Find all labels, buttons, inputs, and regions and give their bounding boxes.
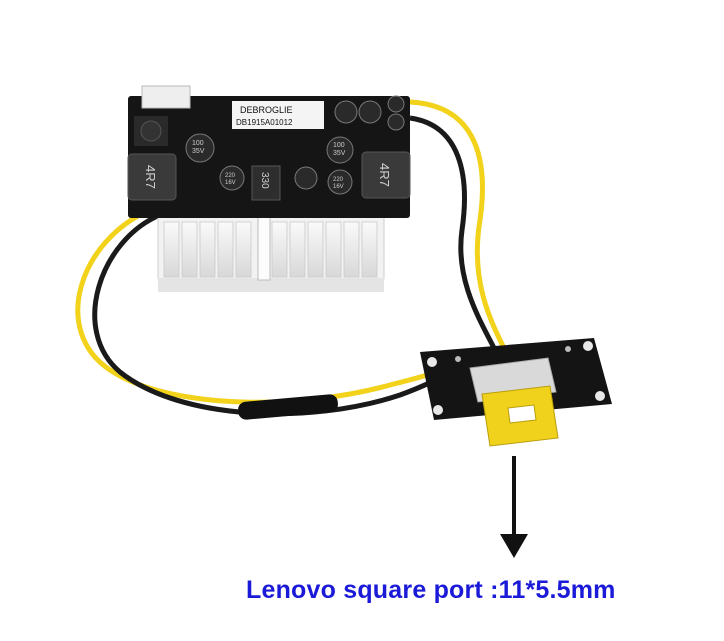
svg-text:220: 220 xyxy=(225,173,236,179)
inductor-center-mark: 330 xyxy=(259,172,270,189)
down-arrow-icon xyxy=(500,456,528,558)
latch xyxy=(257,207,271,281)
inductor-right xyxy=(361,151,411,199)
inductor-center xyxy=(251,165,281,201)
yellow-wire xyxy=(75,207,452,405)
board-label-code: DB1915A01012 xyxy=(236,118,293,127)
svg-text:100: 100 xyxy=(192,140,204,147)
black-wire xyxy=(92,212,454,417)
svg-text:16V: 16V xyxy=(333,184,344,190)
lenovo-port-module xyxy=(420,338,612,447)
yellow-wire-right xyxy=(409,99,508,352)
caption-text: Lenovo square port :11*5.5mm xyxy=(246,576,616,604)
board-label-brand: DEBROGLIE xyxy=(240,105,293,115)
svg-text:35V: 35V xyxy=(333,150,346,157)
wire-harness xyxy=(75,99,508,420)
svg-text:100: 100 xyxy=(333,142,345,149)
capacitor-b: 220 16V xyxy=(219,165,245,191)
inductor-right-mark: 4R7 xyxy=(377,163,392,187)
capacitor-c: 100 35V xyxy=(326,136,354,164)
inductor-left-mark: 4R7 xyxy=(143,165,158,189)
pcb-board: DEBROGLIE DB1915A01012 4R7 4R7 330 100 3… xyxy=(127,85,411,218)
svg-text:220: 220 xyxy=(333,177,344,183)
atx-connector xyxy=(157,207,385,292)
heat-shrink xyxy=(238,394,338,420)
svg-text:16V: 16V xyxy=(225,180,236,186)
inductor-left xyxy=(127,153,177,201)
capacitor-d: 220 16V xyxy=(327,169,353,195)
black-wire-right xyxy=(409,115,498,352)
svg-text:35V: 35V xyxy=(192,148,205,155)
capacitor-a: 100 35V xyxy=(185,133,215,163)
